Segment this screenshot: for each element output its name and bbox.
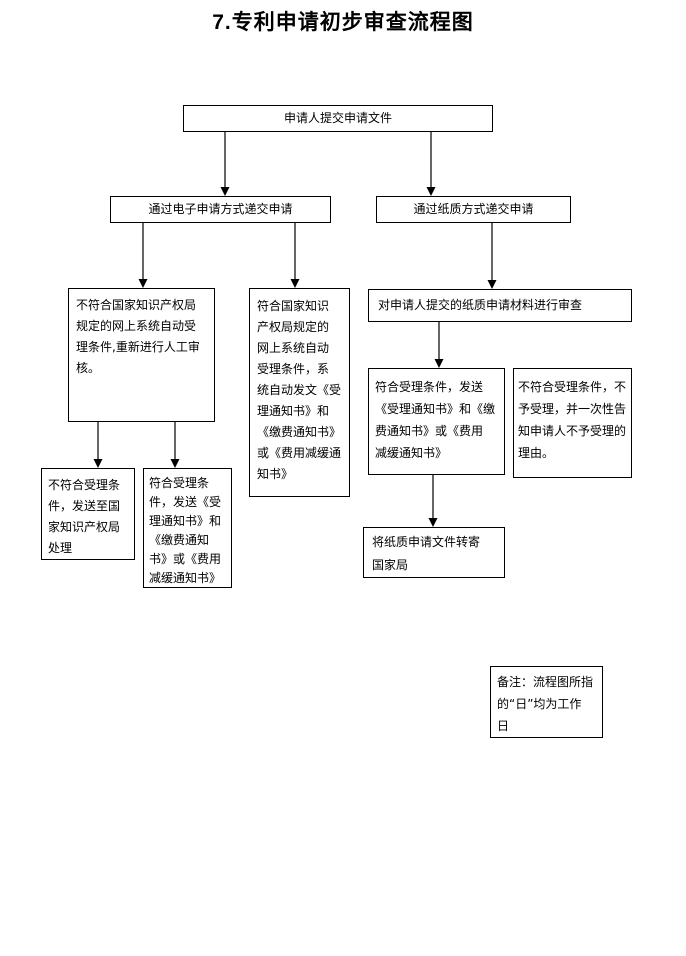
node-paper-accept-notices: 符合受理条件，发送 《受理通知书》和《缴 费通知书》或《费用 减缓通知书》	[368, 368, 505, 475]
node-manual-review-pass-notices: 符合受理条 件，发送《受 理通知书》和 《缴费通知 书》或《费用 减缓通知书》	[143, 468, 232, 588]
node-forward-to-state-bureau: 将纸质申请文件转寄 国家局	[363, 527, 505, 578]
node-paper-filing: 通过纸质方式递交申请	[376, 196, 571, 223]
node-manual-review-fail: 不符合受理条 件，发送至国 家知识产权局 处理	[41, 468, 135, 560]
node-online-auto-accept-notices: 符合国家知识 产权局规定的 网上系统自动 受理条件，系 统自动发文《受 理通知书…	[249, 288, 350, 497]
node-paper-material-review: 对申请人提交的纸质申请材料进行审查	[368, 289, 632, 322]
node-submit-application: 申请人提交申请文件	[183, 105, 493, 132]
node-paper-reject-reason: 不符合受理条件，不 予受理，并一次性告 知申请人不予受理的 理由。	[513, 368, 632, 478]
node-online-auto-fail-manual-review: 不符合国家知识产权局 规定的网上系统自动受 理条件,重新进行人工审 核。	[68, 288, 215, 422]
note-working-days: 备注：流程图所指 的“日”均为工作 日	[490, 666, 603, 738]
node-electronic-filing: 通过电子申请方式递交申请	[110, 196, 331, 223]
page-title: 7.专利申请初步审查流程图	[212, 11, 474, 34]
